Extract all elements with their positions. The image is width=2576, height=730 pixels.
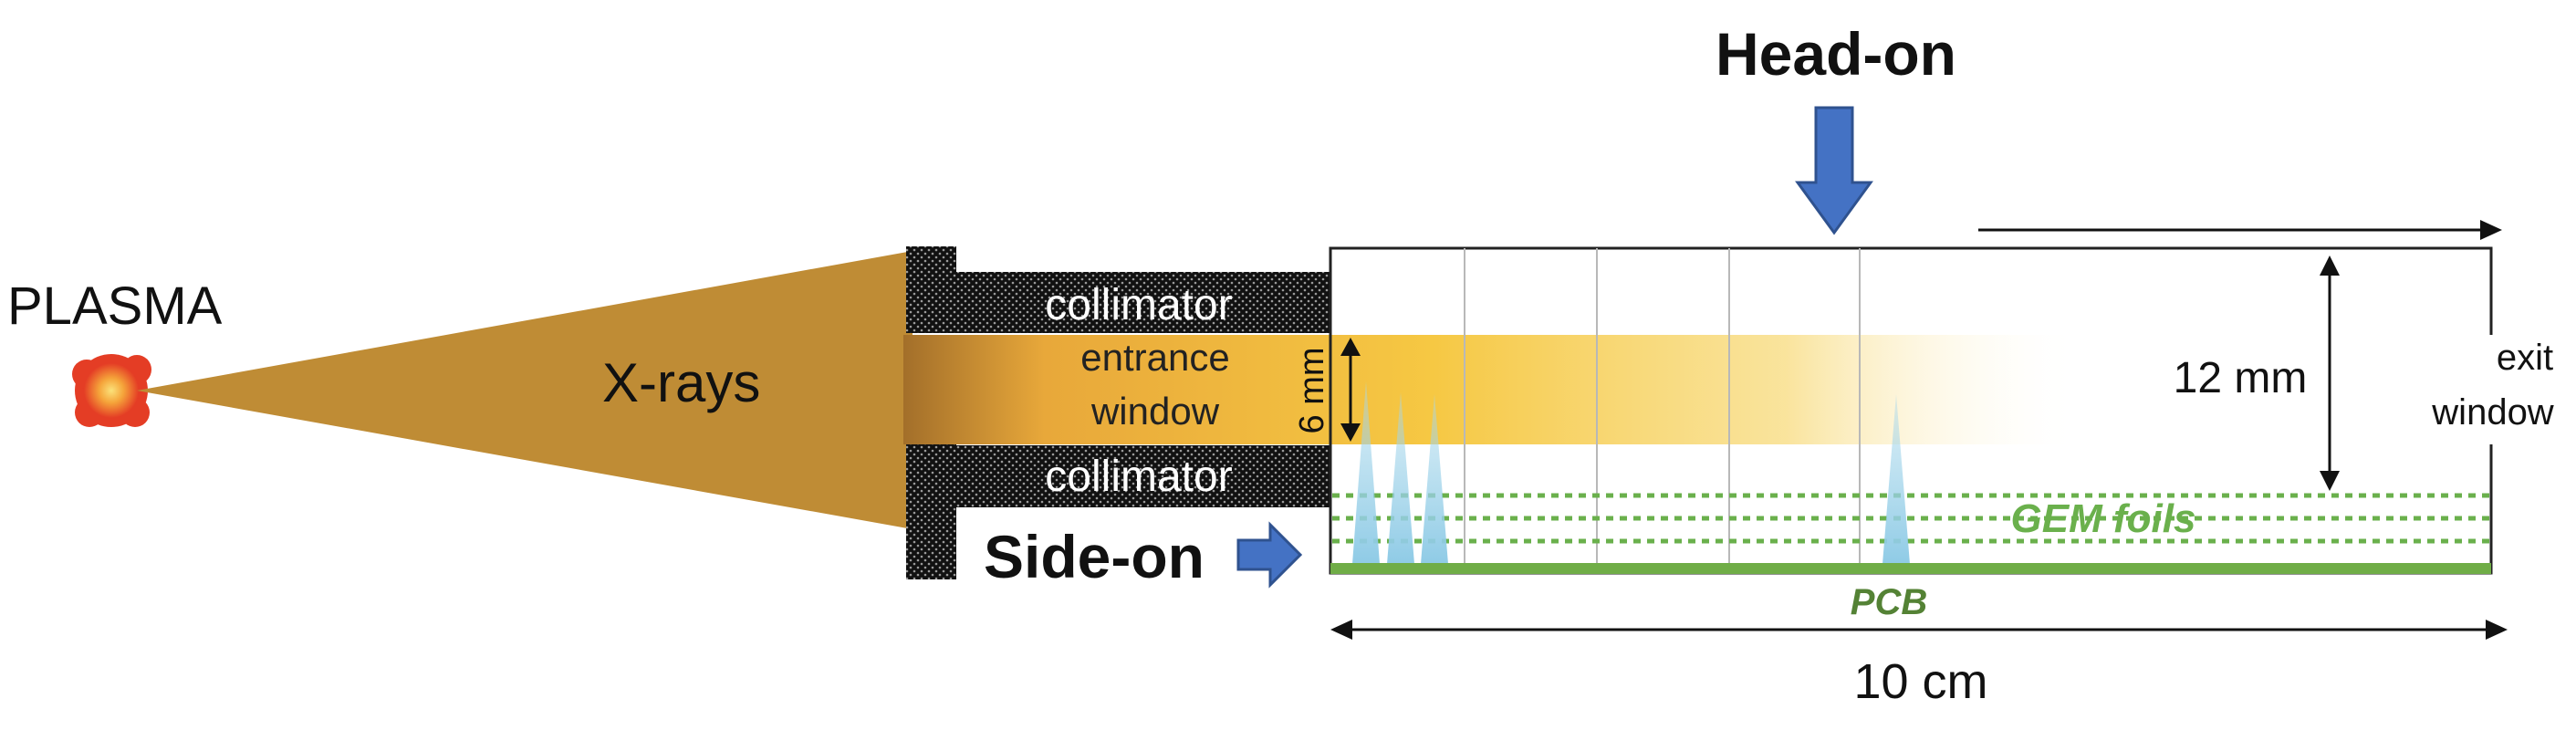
plasma-label: PLASMA — [7, 276, 223, 336]
chamber-dividers — [1464, 248, 1861, 566]
gem-foils-label: GEM foils — [2011, 496, 2196, 541]
head-on-label: Head-on — [1716, 20, 1956, 88]
collimator-bottom-label: collimator — [1045, 453, 1232, 501]
drift-arrow — [1978, 220, 2502, 240]
plasma-source — [72, 354, 151, 427]
head-on-arrow — [1795, 106, 1873, 235]
exit-window-label-2: window — [2431, 392, 2554, 433]
gap-height-arrow — [2320, 256, 2340, 491]
xrays-label: X-rays — [602, 352, 760, 413]
pcb-board — [1330, 563, 2491, 574]
electron-avalanches — [1352, 381, 1910, 564]
entrance-window-label-2: window — [1090, 390, 1220, 433]
beam-height-label: 6 mm — [1293, 348, 1331, 434]
side-on-label: Side-on — [984, 523, 1205, 590]
pcb-label: PCB — [1851, 582, 1927, 622]
gem-foils — [1332, 493, 2489, 544]
exit-window — [2475, 335, 2566, 444]
entrance-window-label-1: entrance — [1080, 336, 1229, 379]
collimator-top-label: collimator — [1045, 281, 1232, 329]
exit-window-label-1: exit — [2497, 338, 2553, 378]
length-arrow — [1330, 620, 2508, 640]
xray-cone — [137, 251, 913, 529]
length-label: 10 cm — [1853, 654, 1987, 709]
gap-height-label: 12 mm — [2174, 354, 2308, 402]
xray-beam — [903, 335, 2081, 444]
collimator-bottom — [906, 443, 1330, 579]
collimator-top — [906, 246, 1330, 333]
side-on-arrow — [1236, 521, 1303, 589]
beam-height-arrow — [1340, 338, 1361, 442]
